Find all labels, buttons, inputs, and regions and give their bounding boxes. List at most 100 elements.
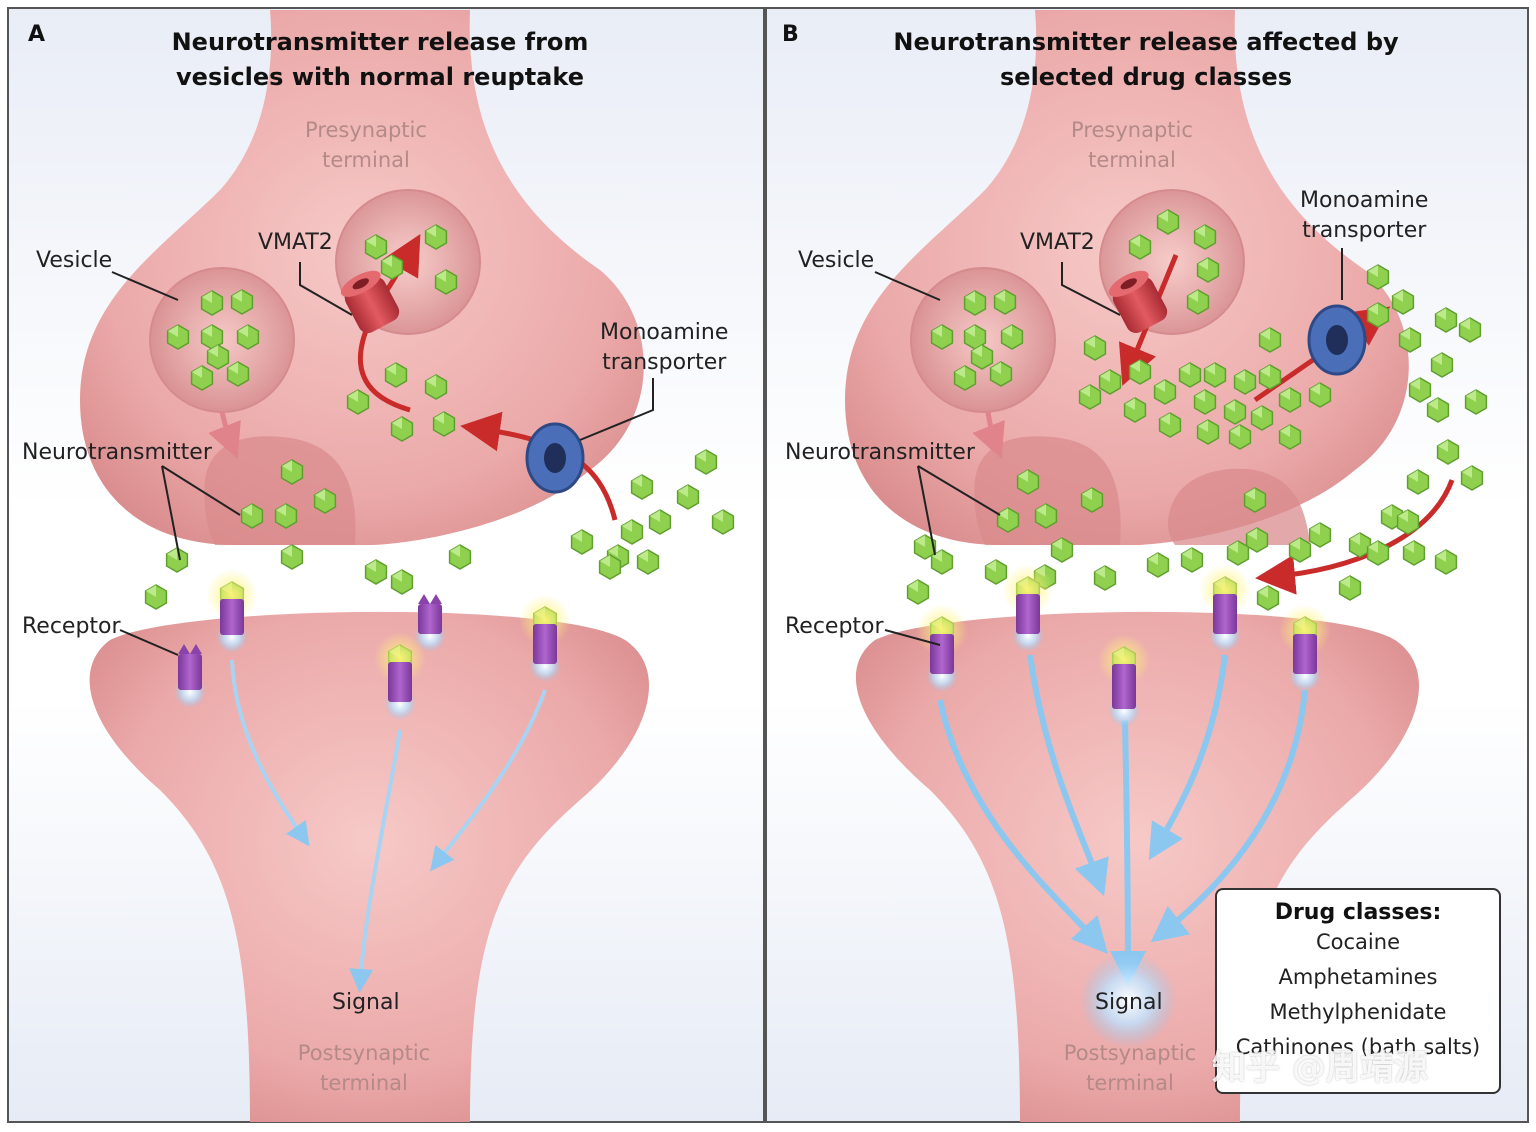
panel-b-title-line-1: Neurotransmitter release affected by: [893, 28, 1399, 56]
neurotransmitter-particle: [1233, 369, 1257, 395]
panel-a-vmat2-label: VMAT2: [258, 230, 333, 255]
neurotransmitter-particle: [206, 344, 230, 370]
neurotransmitter-particle: [1193, 224, 1217, 250]
neurotransmitter-particle: [434, 269, 458, 295]
neurotransmitter-layer: [144, 209, 1488, 674]
neurotransmitter-particle: [1098, 369, 1122, 395]
panel-a-title-line-2: vesicles with normal reuptake: [176, 63, 584, 91]
neurotransmitter-particle: [190, 365, 214, 391]
panel-a-receptor-bound: [519, 594, 571, 682]
neurotransmitter-particle: [913, 534, 937, 560]
neurotransmitter-particle: [390, 569, 414, 595]
neurotransmitter-particle: [1050, 537, 1074, 563]
drug-classes-box: Drug classes: Cocaine Amphetamines Methy…: [1215, 888, 1501, 1094]
neurotransmitter-particle: [1196, 419, 1220, 445]
neurotransmitter-particle: [953, 365, 977, 391]
panel-b-vmat2-label: VMAT2: [1020, 230, 1095, 255]
neurotransmitter-particle: [630, 474, 654, 500]
neurotransmitter-particle: [1080, 487, 1104, 513]
neurotransmitter-particle: [963, 290, 987, 316]
neurotransmitter-particle: [1288, 537, 1312, 563]
panel-b-vesicle-label: Vesicle: [798, 248, 875, 273]
neurotransmitter-particle: [1430, 352, 1454, 378]
neurotransmitter-particle: [1348, 532, 1372, 558]
neurotransmitter-particle: [1243, 487, 1267, 513]
neurotransmitter-particle: [1408, 377, 1432, 403]
neurotransmitter-particle: [996, 507, 1020, 533]
panel-b-letter: B: [782, 22, 799, 47]
watermark: 知乎 @周靖源: [1212, 1048, 1428, 1088]
panel-a-postsynaptic-label: Postsynaptic terminal: [254, 1038, 474, 1098]
neurotransmitter-particle: [1223, 399, 1247, 425]
neurotransmitter-particle: [364, 234, 388, 260]
neurotransmitter-particle: [1458, 317, 1482, 343]
panel-a-transporter-label: Monoamine transporter: [600, 318, 728, 377]
panel-a-letter: A: [28, 22, 46, 47]
neurotransmitter-particle: [1196, 257, 1220, 283]
neurotransmitter-particle: [165, 547, 189, 573]
panel-a-neurotransmitter-label: Neurotransmitter: [22, 440, 212, 465]
panel-a-signal-label: Signal: [332, 990, 400, 1015]
neurotransmitter-particle: [280, 459, 304, 485]
neurotransmitter-particle: [384, 362, 408, 388]
panel-a-postsynaptic-line-1: Postsynaptic: [297, 1041, 431, 1065]
drug-class-item: Methylphenidate: [1269, 1000, 1447, 1024]
neurotransmitter-particle: [1396, 509, 1420, 535]
panel-a-presynaptic-label: Presynaptic terminal: [256, 115, 476, 175]
neurotransmitter-particle: [989, 361, 1013, 387]
neurotransmitter-particle: [166, 324, 190, 350]
panel-b-vmat2: [1108, 270, 1168, 333]
neurotransmitter-particle: [200, 324, 224, 350]
panel-b-receptor-bound: [1002, 564, 1054, 652]
neurotransmitter-particle: [1402, 540, 1426, 566]
panel-b-presynaptic-label: Presynaptic terminal: [1022, 115, 1242, 175]
neurotransmitter-particle: [1406, 469, 1430, 495]
neurotransmitter-particle: [620, 519, 644, 545]
neurotransmitter-particle: [1436, 439, 1460, 465]
panel-a-postsynaptic-line-2: terminal: [320, 1071, 408, 1095]
panel-a-presynaptic-line-1: Presynaptic: [305, 118, 427, 142]
panel-b-neurotransmitter-label: Neurotransmitter: [785, 440, 975, 465]
neurotransmitter-particle: [1078, 384, 1102, 410]
panel-a-signal-arrows: [230, 659, 547, 993]
panel-a-monoamine-transporter: [525, 422, 585, 494]
panel-a-presynaptic-line-2: terminal: [322, 148, 410, 172]
panel-b-vesicle-fusion-arrow: [972, 411, 1005, 459]
panel-b-signal-label: Signal: [1095, 990, 1163, 1015]
panel-a-transporter-line-2: transporter: [602, 349, 727, 375]
neurotransmitter-particle: [390, 416, 414, 442]
neurotransmitter-particle: [930, 549, 954, 575]
neurotransmitter-particle: [240, 503, 264, 529]
panel-b-presynaptic-line-1: Presynaptic: [1071, 118, 1193, 142]
neurotransmitter-particle: [1366, 264, 1390, 290]
neurotransmitter-particle: [1153, 379, 1177, 405]
neurotransmitter-particle: [230, 289, 254, 315]
neurotransmitter-particle: [636, 549, 660, 575]
neurotransmitter-particle: [432, 411, 456, 437]
neurotransmitter-particle: [236, 324, 260, 350]
neurotransmitter-particle: [1128, 359, 1152, 385]
neurotransmitter-particle: [1258, 364, 1282, 390]
neurotransmitter-particle: [930, 324, 954, 350]
drug-class-item: Cathinones (bath salts): [1235, 1035, 1481, 1059]
panel-b-presynaptic-line-2: terminal: [1088, 148, 1176, 172]
panel-b-receptor-label: Receptor: [785, 614, 884, 639]
panel-b-postsynaptic-line-1: Postsynaptic: [1063, 1041, 1197, 1065]
panel-a-title-line-1: Neurotransmitter release from: [171, 28, 589, 56]
panel-b-receptor-bound: [1199, 564, 1251, 652]
neurotransmitter-particle: [313, 488, 337, 514]
panel-a-vesicle-fusion-arrow: [208, 411, 241, 459]
neurotransmitter-particle: [1464, 389, 1488, 415]
neurotransmitter-particle: [1123, 397, 1147, 423]
panel-a-receptor-label: Receptor: [22, 614, 121, 639]
neurotransmitter-particle: [1398, 327, 1422, 353]
neurotransmitter-particle: [906, 579, 930, 605]
panel-b-title-line-2: selected drug classes: [1000, 63, 1292, 91]
neurotransmitter-particle: [1256, 585, 1280, 611]
neurotransmitter-particle: [1178, 362, 1202, 388]
panel-b-receptor-bound: [1279, 604, 1331, 692]
panel-b-leader-lines: [874, 248, 1343, 646]
neurotransmitter-particle: [1391, 289, 1415, 315]
panel-b-signal-glow: [1080, 952, 1176, 1048]
